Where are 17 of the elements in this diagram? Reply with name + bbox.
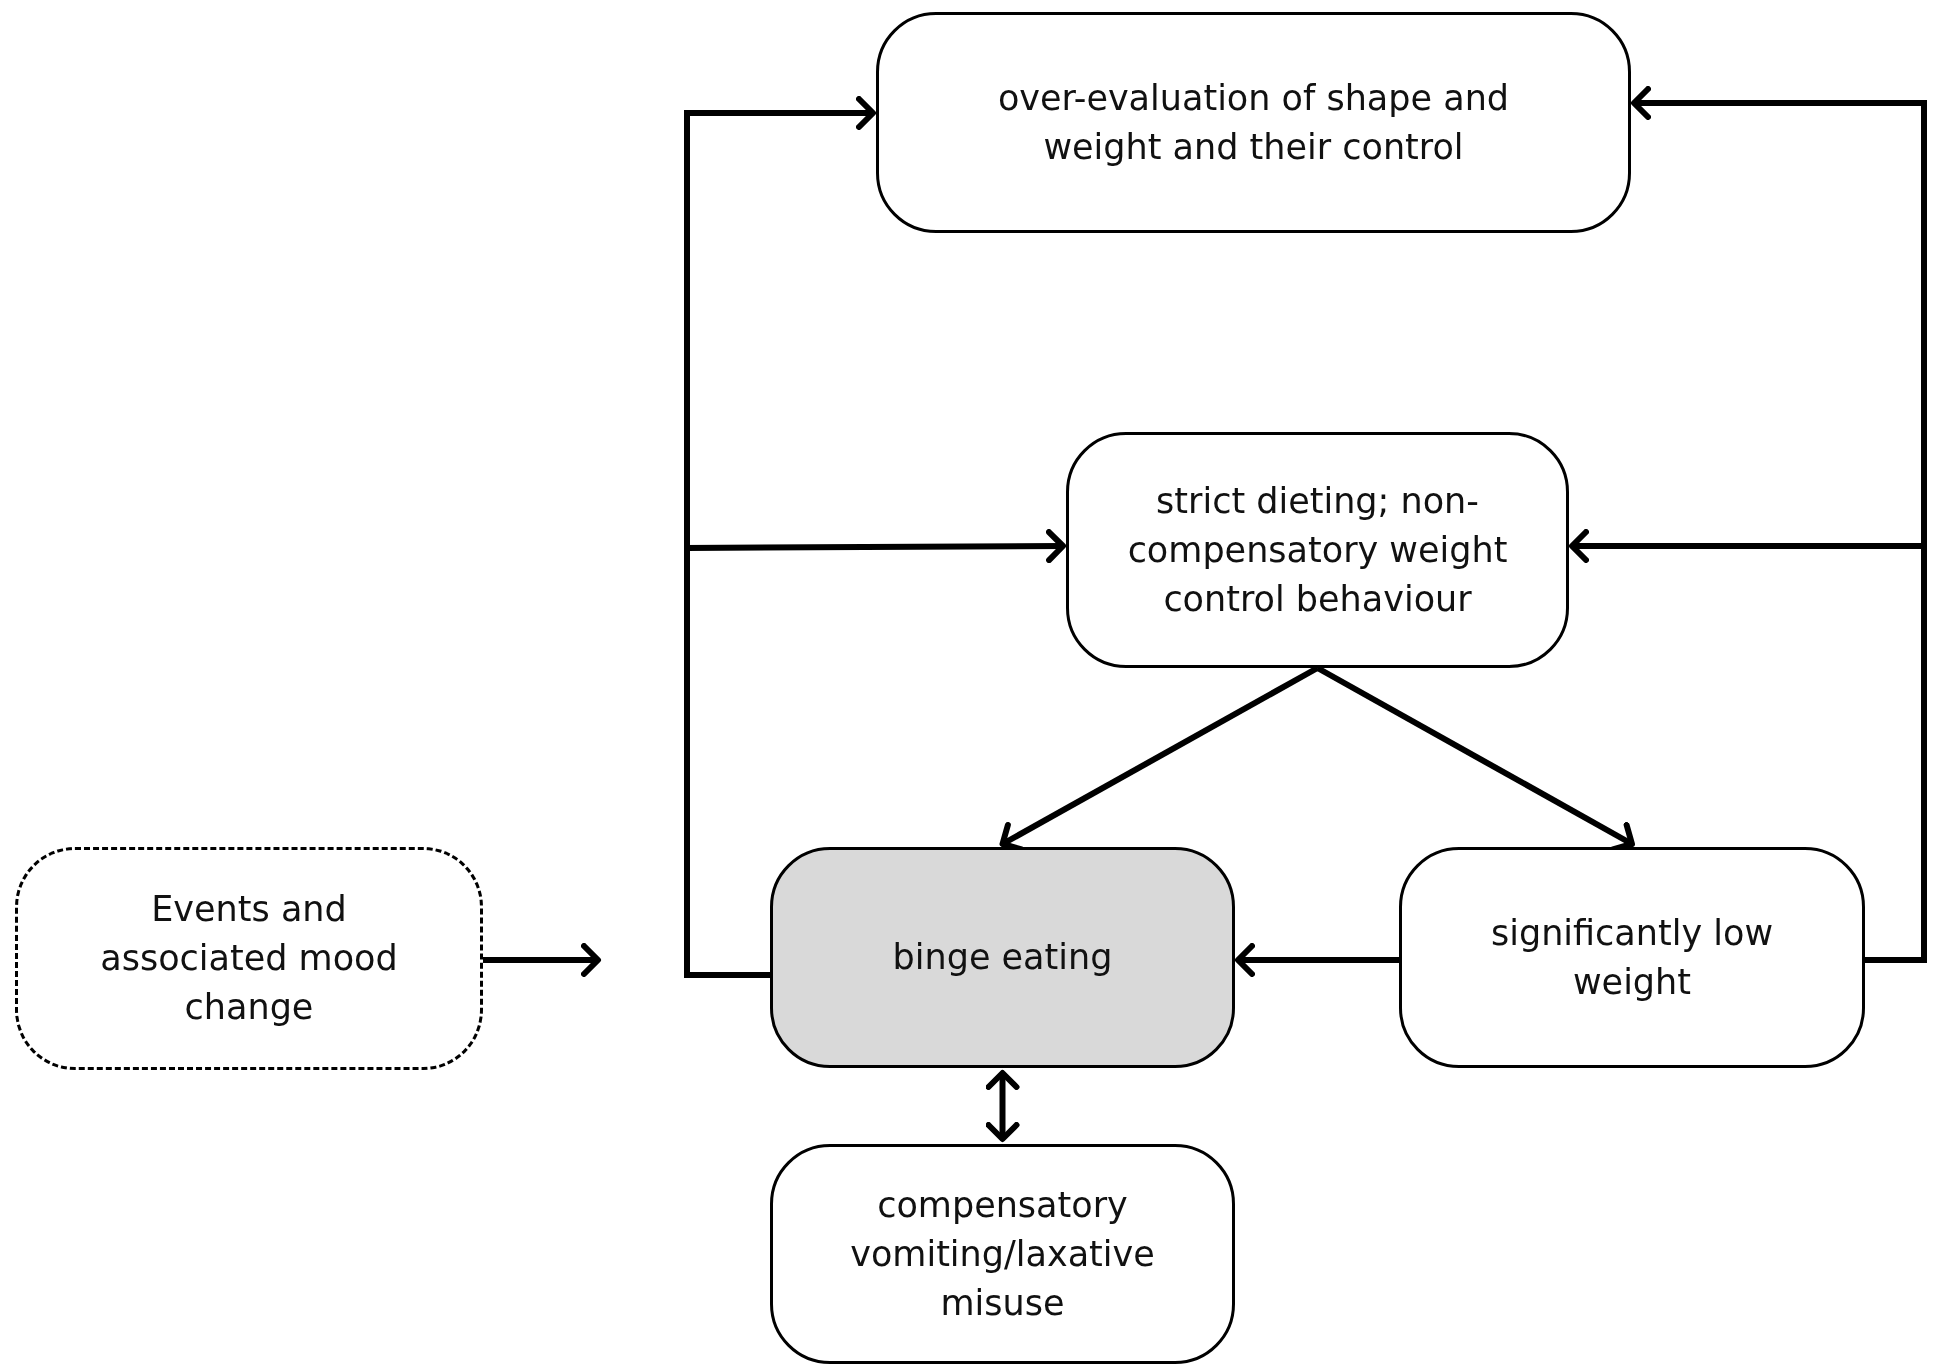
node-text: Events and associated mood change — [99, 888, 399, 1029]
node-text: over-evaluation of shape and weight and their control — [996, 76, 1511, 169]
node-text: binge eating — [892, 936, 1113, 979]
node-text: compensatory vomiting/laxative misuse — [849, 1183, 1156, 1325]
node-text: strict dieting; non-compensatory weight control behaviour — [1126, 479, 1509, 621]
dashed-rounded-box — [15, 847, 483, 1070]
rounded-box — [1399, 847, 1865, 1068]
rounded-box — [1066, 432, 1569, 668]
node-text: significantly low weight — [1489, 911, 1775, 1004]
arrow — [483, 943, 601, 977]
arrow — [985, 1070, 1020, 1142]
rounded-box — [770, 847, 1235, 1068]
rounded-box — [876, 12, 1631, 233]
arrow — [1569, 529, 1927, 963]
rounded-box — [770, 1144, 1235, 1364]
arrow — [1235, 943, 1399, 977]
arrow — [684, 529, 1066, 978]
